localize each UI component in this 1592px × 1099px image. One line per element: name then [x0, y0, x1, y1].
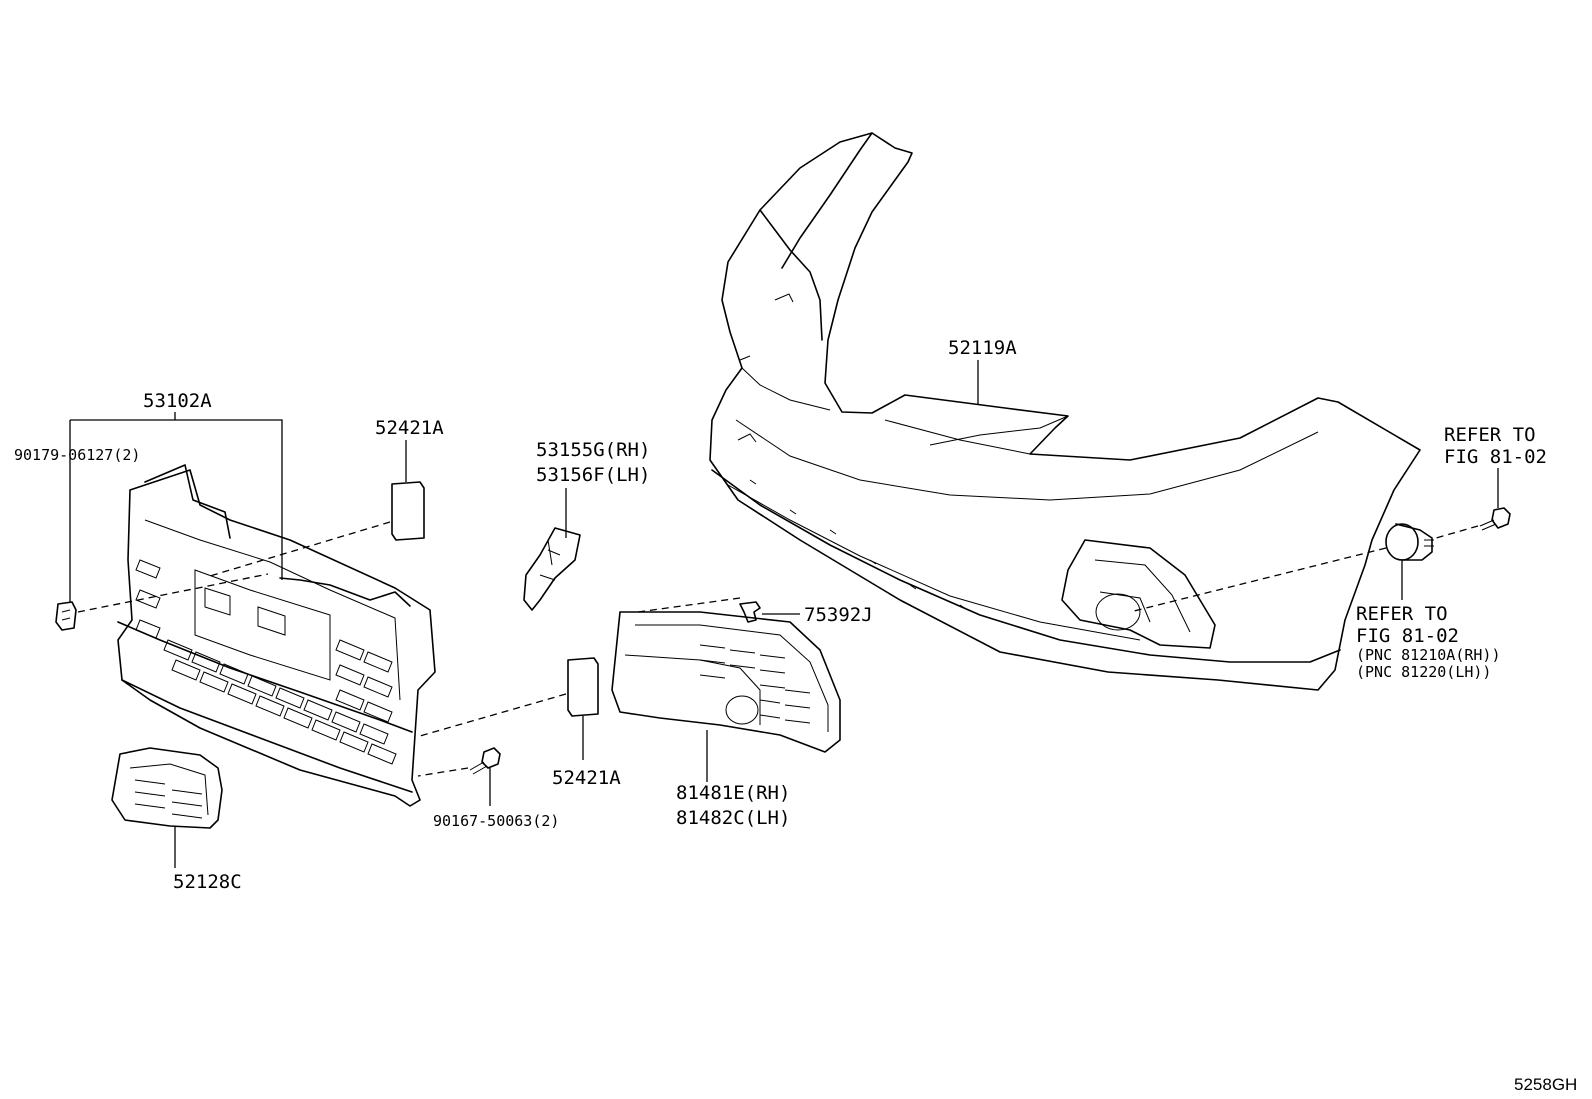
filler-52421a-top[interactable]: [391, 481, 425, 541]
screw-ref[interactable]: [1479, 507, 1511, 531]
figure-id: 5258GH: [1514, 1075, 1577, 1094]
dashline-filler-bottom: [419, 693, 567, 737]
clip-90179-06127[interactable]: [55, 601, 77, 631]
label-52128c: 52128C: [173, 871, 242, 893]
label-53156f-lh: 53156F(LH): [536, 464, 650, 486]
label-pnc-81210a: (PNC 81210A(RH)): [1356, 646, 1501, 664]
label-refer-to-1: REFER TO: [1444, 424, 1536, 446]
label-fig-81-02-2: FIG 81-02: [1356, 625, 1459, 647]
dashline-screw-grille: [417, 767, 469, 777]
corner-trim-52128c[interactable]: [111, 747, 223, 829]
grille-mesh: [135, 559, 397, 765]
label-refer-to-2: REFER TO: [1356, 603, 1448, 625]
label-52119a: 52119A: [948, 337, 1017, 359]
trim-mesh: [134, 779, 203, 819]
dashline-foglamp-bumper: [1129, 547, 1387, 613]
cover-mesh: [699, 644, 811, 724]
label-81482c-lh: 81482C(LH): [676, 807, 790, 829]
label-fig-81-02-1: FIG 81-02: [1444, 446, 1547, 468]
label-75392j: 75392J: [804, 604, 873, 626]
label-81481e-rh: 81481E(RH): [676, 782, 790, 804]
filler-52421a-bottom[interactable]: [567, 657, 599, 717]
label-pnc-81220: (PNC 81220(LH)): [1356, 663, 1491, 681]
dashline-cover-clip: [637, 597, 741, 613]
screw-90167-50063[interactable]: [469, 747, 501, 775]
label-90167-50063: 90167-50063(2): [433, 812, 559, 830]
dashline-filler-top: [209, 521, 391, 577]
leader-53102a: [70, 412, 283, 580]
bumper-cover-52119a[interactable]: [709, 132, 1421, 691]
label-53155g-rh: 53155G(RH): [536, 439, 650, 461]
dashline-clip-grille: [77, 573, 269, 613]
label-52421a-top: 52421A: [375, 417, 444, 439]
label-90179-06127: 90179-06127(2): [14, 446, 140, 464]
label-52421a-bottom: 52421A: [552, 767, 621, 789]
fog-lamp-ref[interactable]: [1385, 523, 1434, 561]
fog-lamp-cover-81481e[interactable]: [611, 611, 841, 753]
label-53102a: 53102A: [143, 390, 212, 412]
retainer-53155g[interactable]: [523, 527, 581, 611]
dashline-screw-foglamp: [1435, 525, 1479, 539]
radiator-grille-53102a[interactable]: [117, 464, 436, 807]
clip-75392j[interactable]: [739, 601, 761, 623]
